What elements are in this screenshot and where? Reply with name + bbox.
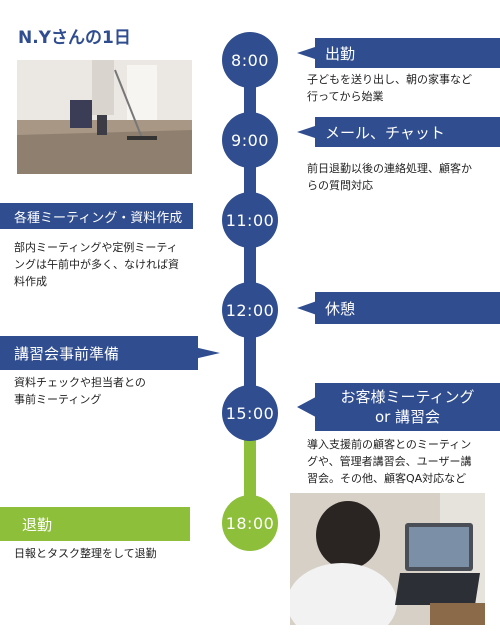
desc-line: 習会。その他、顧客QA対応など <box>307 472 467 485</box>
heading-taikin: 退勤 <box>0 507 190 541</box>
time-circle-9: 9:00 <box>222 112 278 168</box>
page-title: N.Yさんの1日 <box>18 28 131 48</box>
desc-line: ングは午前中が多く、なければ資 <box>14 258 179 271</box>
desc-meetings: 部内ミーティングや定例ミーティ ングは午前中が多く、なければ資 料作成 <box>14 239 179 290</box>
heading-label: 出勤 <box>325 44 356 63</box>
heading-customer-meeting: お客様ミーティング or 講習会 <box>297 383 500 431</box>
time-circle-12: 12:00 <box>222 282 278 338</box>
desc-line: 導入支援前の顧客とのミーティン <box>307 438 472 451</box>
desc-prep: 資料チェックや担当者との 事前ミーティング <box>14 374 146 408</box>
cleaning-photo <box>17 60 192 174</box>
time-circle-18: 18:00 <box>222 495 278 551</box>
heading-label-line2: or 講習会 <box>374 408 441 426</box>
heading-shukkin: 出勤 <box>297 38 500 68</box>
desc-line: 資料チェックや担当者との <box>14 376 146 389</box>
desc-taikin: 日報とタスク整理をして退勤 <box>14 545 157 562</box>
desc-line: 子どもを送り出し、朝の家事など <box>307 73 472 86</box>
desc-line: 行ってから始業 <box>307 90 384 103</box>
meeting-illustration <box>290 493 485 625</box>
heading-label: 各種ミーティング・資料作成 <box>14 210 183 226</box>
desc-shukkin: 子どもを送り出し、朝の家事など 行ってから始業 <box>307 71 472 105</box>
heading-label: 休憩 <box>325 299 356 318</box>
time-circle-11: 11:00 <box>222 192 278 248</box>
time-circle-15: 15:00 <box>222 385 278 441</box>
online-meeting-photo <box>290 493 485 625</box>
heading-label-line1: お客様ミーティング <box>340 387 475 406</box>
desc-customer-meeting: 導入支援前の顧客とのミーティン グや、管理者講習会、ユーザー講 習会。その他、顧… <box>307 436 471 487</box>
heading-label: 退勤 <box>22 515 53 534</box>
desc-line: 前日退勤以後の連絡処理、顧客か <box>307 162 472 175</box>
desc-line: 日報とタスク整理をして退勤 <box>14 547 157 560</box>
heading-mail-chat: メール、チャット <box>297 117 500 147</box>
desc-line: 事前ミーティング <box>14 393 102 406</box>
desc-line: 部内ミーティングや定例ミーティ <box>14 241 178 254</box>
desc-line: グや、管理者講習会、ユーザー講 <box>307 455 472 468</box>
desc-line: 料作成 <box>14 275 47 288</box>
desc-mail-chat: 前日退勤以後の連絡処理、顧客か らの質問対応 <box>307 160 472 194</box>
cleaning-illustration <box>17 60 192 174</box>
heading-label: 講習会事前準備 <box>14 344 120 363</box>
heading-break: 休憩 <box>297 292 500 324</box>
heading-prep: 講習会事前準備 <box>0 336 220 370</box>
time-circle-8: 8:00 <box>222 32 278 88</box>
heading-meetings: 各種ミーティング・資料作成 <box>0 203 193 229</box>
desc-line: らの質問対応 <box>307 179 373 192</box>
heading-label: メール、チャット <box>325 123 445 142</box>
